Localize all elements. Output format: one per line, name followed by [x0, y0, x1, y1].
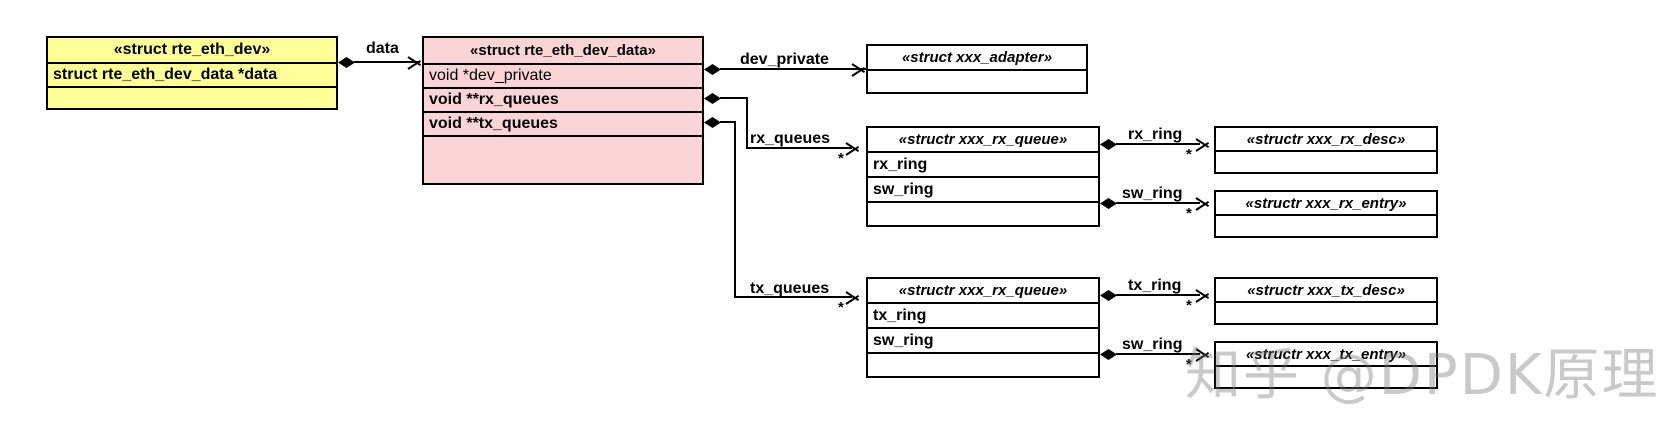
class-compartment-empty-xxx-tx-queue — [868, 354, 1098, 376]
edge-line-tx-queues-stub — [720, 121, 736, 123]
class-box-xxx-tx-desc[interactable]: «structr xxx_tx_desc» — [1214, 277, 1438, 325]
edge-label-tx-queues: tx_queues — [750, 280, 830, 297]
class-title-rte-eth-dev-data: «struct rte_eth_dev_data» — [424, 38, 702, 65]
class-title-rte-eth-dev: «struct rte_eth_dev» — [48, 38, 336, 64]
edge-label-rx-queues: rx_queues — [750, 130, 831, 147]
edge-line-data — [354, 61, 420, 63]
class-title-xxx-rx-queue: «structr xxx_rx_queue» — [868, 128, 1098, 153]
edge-line-tx-ring — [1116, 294, 1200, 296]
class-compartment-empty-xxx-rx-desc — [1216, 152, 1436, 172]
class-attr-rx-queues: void **rx_queues — [424, 89, 702, 113]
class-compartment-empty-rte-eth-dev-data — [424, 137, 702, 183]
class-title-xxx-rx-desc: «structr xxx_rx_desc» — [1216, 128, 1436, 152]
edge-arrowhead-tx-sw-ring — [1196, 345, 1210, 363]
composition-diamond-tx-sw-ring — [1100, 349, 1117, 360]
edge-line-tx-queues-vertical — [734, 121, 736, 298]
edge-line-dev-private — [720, 68, 866, 70]
class-box-xxx-adapter[interactable]: «struct xxx_adapter» — [866, 44, 1088, 94]
edge-line-tx-queues-horizontal — [734, 296, 852, 298]
composition-diamond-data — [338, 57, 355, 68]
edge-label-rx-sw-ring: sw_ring — [1122, 185, 1183, 202]
edge-line-rx-queues-vertical — [746, 97, 748, 149]
edge-arrowhead-rx-sw-ring — [1196, 194, 1210, 212]
class-box-xxx-rx-entry[interactable]: «structr xxx_rx_entry» — [1214, 190, 1438, 238]
composition-diamond-rx-ring — [1100, 139, 1117, 150]
edge-line-rx-sw-ring — [1116, 202, 1200, 204]
edge-label-dev-private: dev_private — [740, 51, 829, 68]
class-compartment-empty-xxx-rx-entry — [1216, 216, 1436, 236]
class-box-xxx-rx-desc[interactable]: «structr xxx_rx_desc» — [1214, 126, 1438, 174]
class-attr-dev-private: void *dev_private — [424, 65, 702, 89]
class-attr-tx-queues: void **tx_queues — [424, 113, 702, 137]
class-compartment-empty-xxx-adapter — [868, 71, 1086, 92]
edge-arrowhead-tx-ring — [1196, 286, 1210, 304]
composition-diamond-rx-queues — [704, 93, 721, 104]
edge-arrowhead-rx-ring — [1196, 135, 1210, 153]
edge-arrowhead-rx-queues — [846, 139, 860, 157]
class-title-xxx-adapter: «struct xxx_adapter» — [868, 46, 1086, 71]
class-title-xxx-rx-entry: «structr xxx_rx_entry» — [1216, 192, 1436, 216]
class-attr-tx-queue-tx-ring: tx_ring — [868, 304, 1098, 329]
edge-line-rx-queues-horizontal — [746, 147, 852, 149]
composition-diamond-rx-sw-ring — [1100, 198, 1117, 209]
edge-arrowhead-data — [408, 53, 422, 71]
edge-multiplicity-rx-ring: * — [1186, 146, 1192, 163]
class-box-xxx-rx-queue[interactable]: «structr xxx_rx_queue» rx_ring sw_ring — [866, 126, 1100, 227]
composition-diamond-tx-ring — [1100, 290, 1117, 301]
edge-arrowhead-tx-queues — [846, 288, 860, 306]
edge-multiplicity-tx-sw-ring: * — [1186, 356, 1192, 373]
edge-label-data: data — [366, 40, 399, 57]
class-attr-tx-queue-sw-ring: sw_ring — [868, 329, 1098, 354]
edge-multiplicity-tx-ring: * — [1186, 297, 1192, 314]
class-compartment-empty-xxx-rx-queue — [868, 203, 1098, 225]
edge-multiplicity-rx-sw-ring: * — [1186, 205, 1192, 222]
class-attr-rx-queue-sw-ring: sw_ring — [868, 178, 1098, 203]
class-box-xxx-tx-queue[interactable]: «structr xxx_rx_queue» tx_ring sw_ring — [866, 277, 1100, 378]
class-attr-rte-eth-dev-data: struct rte_eth_dev_data *data — [48, 64, 336, 88]
class-title-xxx-tx-queue: «structr xxx_rx_queue» — [868, 279, 1098, 304]
class-compartment-empty-xxx-tx-entry — [1216, 367, 1436, 387]
edge-line-rx-ring — [1116, 143, 1200, 145]
edge-label-rx-ring: rx_ring — [1128, 126, 1183, 143]
edge-label-tx-ring: tx_ring — [1128, 277, 1182, 294]
edge-arrowhead-dev-private — [852, 60, 866, 78]
class-attr-rx-queue-rx-ring: rx_ring — [868, 153, 1098, 178]
class-box-rte-eth-dev-data[interactable]: «struct rte_eth_dev_data» void *dev_priv… — [422, 36, 704, 185]
edge-line-rx-queues-stub — [720, 97, 748, 99]
edge-multiplicity-rx-queues: * — [838, 150, 844, 167]
edge-multiplicity-tx-queues: * — [838, 299, 844, 316]
composition-diamond-dev-private — [704, 64, 721, 75]
class-box-xxx-tx-entry[interactable]: «structr xxx_tx_entry» — [1214, 341, 1438, 389]
composition-diamond-tx-queues — [704, 117, 721, 128]
class-box-rte-eth-dev[interactable]: «struct rte_eth_dev» struct rte_eth_dev_… — [46, 36, 338, 110]
edge-line-tx-sw-ring — [1116, 353, 1200, 355]
class-compartment-empty-rte-eth-dev — [48, 88, 336, 108]
class-title-xxx-tx-desc: «structr xxx_tx_desc» — [1216, 279, 1436, 303]
class-compartment-empty-xxx-tx-desc — [1216, 303, 1436, 323]
edge-label-tx-sw-ring: sw_ring — [1122, 336, 1183, 353]
class-title-xxx-tx-entry: «structr xxx_tx_entry» — [1216, 343, 1436, 367]
